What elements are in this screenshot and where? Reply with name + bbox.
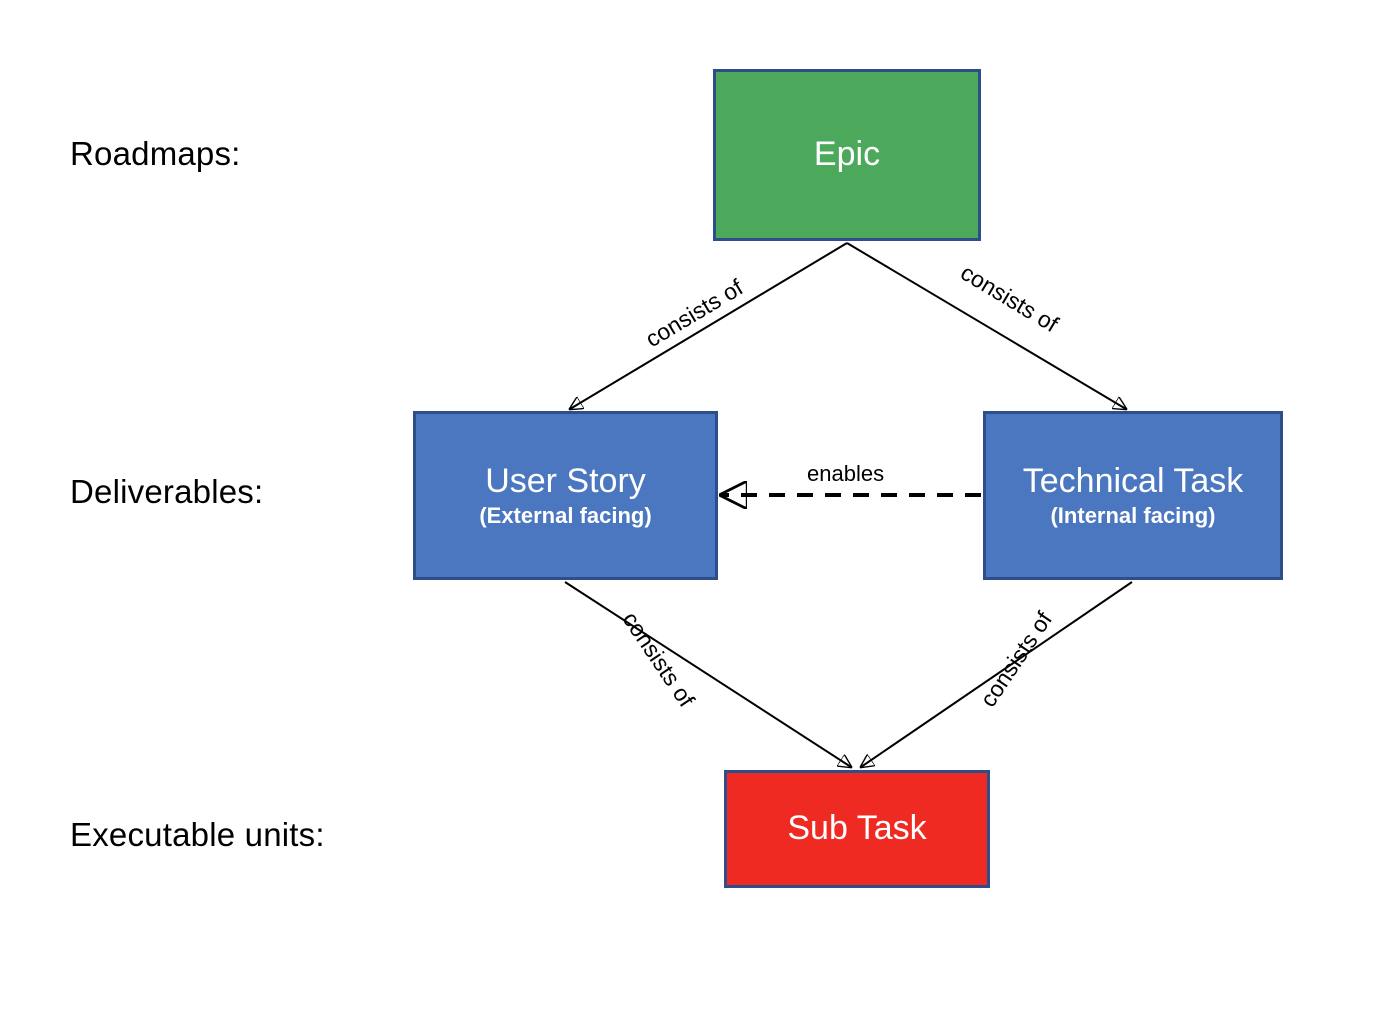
node-sub-task-title: Sub Task bbox=[787, 809, 927, 848]
edge-label-technical-task-to-user-story: enables bbox=[807, 461, 885, 486]
row-label-executable-units: Executable units: bbox=[70, 816, 325, 853]
edge-epic-to-technical-task bbox=[846, 242, 1126, 409]
node-technical-task[interactable]: Technical Task (Internal facing) bbox=[983, 411, 1283, 580]
edge-label-technical-task-to-sub-task: consists of bbox=[974, 606, 1058, 712]
node-sub-task[interactable]: Sub Task bbox=[724, 770, 990, 888]
row-label-deliverables: Deliverables: bbox=[70, 473, 264, 510]
node-technical-task-subtitle: (Internal facing) bbox=[1050, 503, 1216, 529]
edge-user-story-to-sub-task bbox=[564, 581, 851, 767]
node-user-story-subtitle: (External facing) bbox=[479, 503, 652, 529]
edge-label-epic-to-technical-task: consists of bbox=[956, 258, 1063, 338]
edge-label-epic-to-user-story: consists of bbox=[640, 273, 748, 353]
edge-epic-to-user-story bbox=[570, 242, 848, 409]
node-user-story-title: User Story bbox=[485, 462, 646, 501]
edge-label-user-story-to-sub-task: consists of bbox=[617, 606, 700, 712]
node-user-story[interactable]: User Story (External facing) bbox=[413, 411, 718, 580]
node-epic[interactable]: Epic bbox=[713, 69, 981, 241]
row-label-roadmaps: Roadmaps: bbox=[70, 135, 241, 172]
node-technical-task-title: Technical Task bbox=[1022, 462, 1244, 501]
node-epic-title: Epic bbox=[813, 135, 881, 174]
